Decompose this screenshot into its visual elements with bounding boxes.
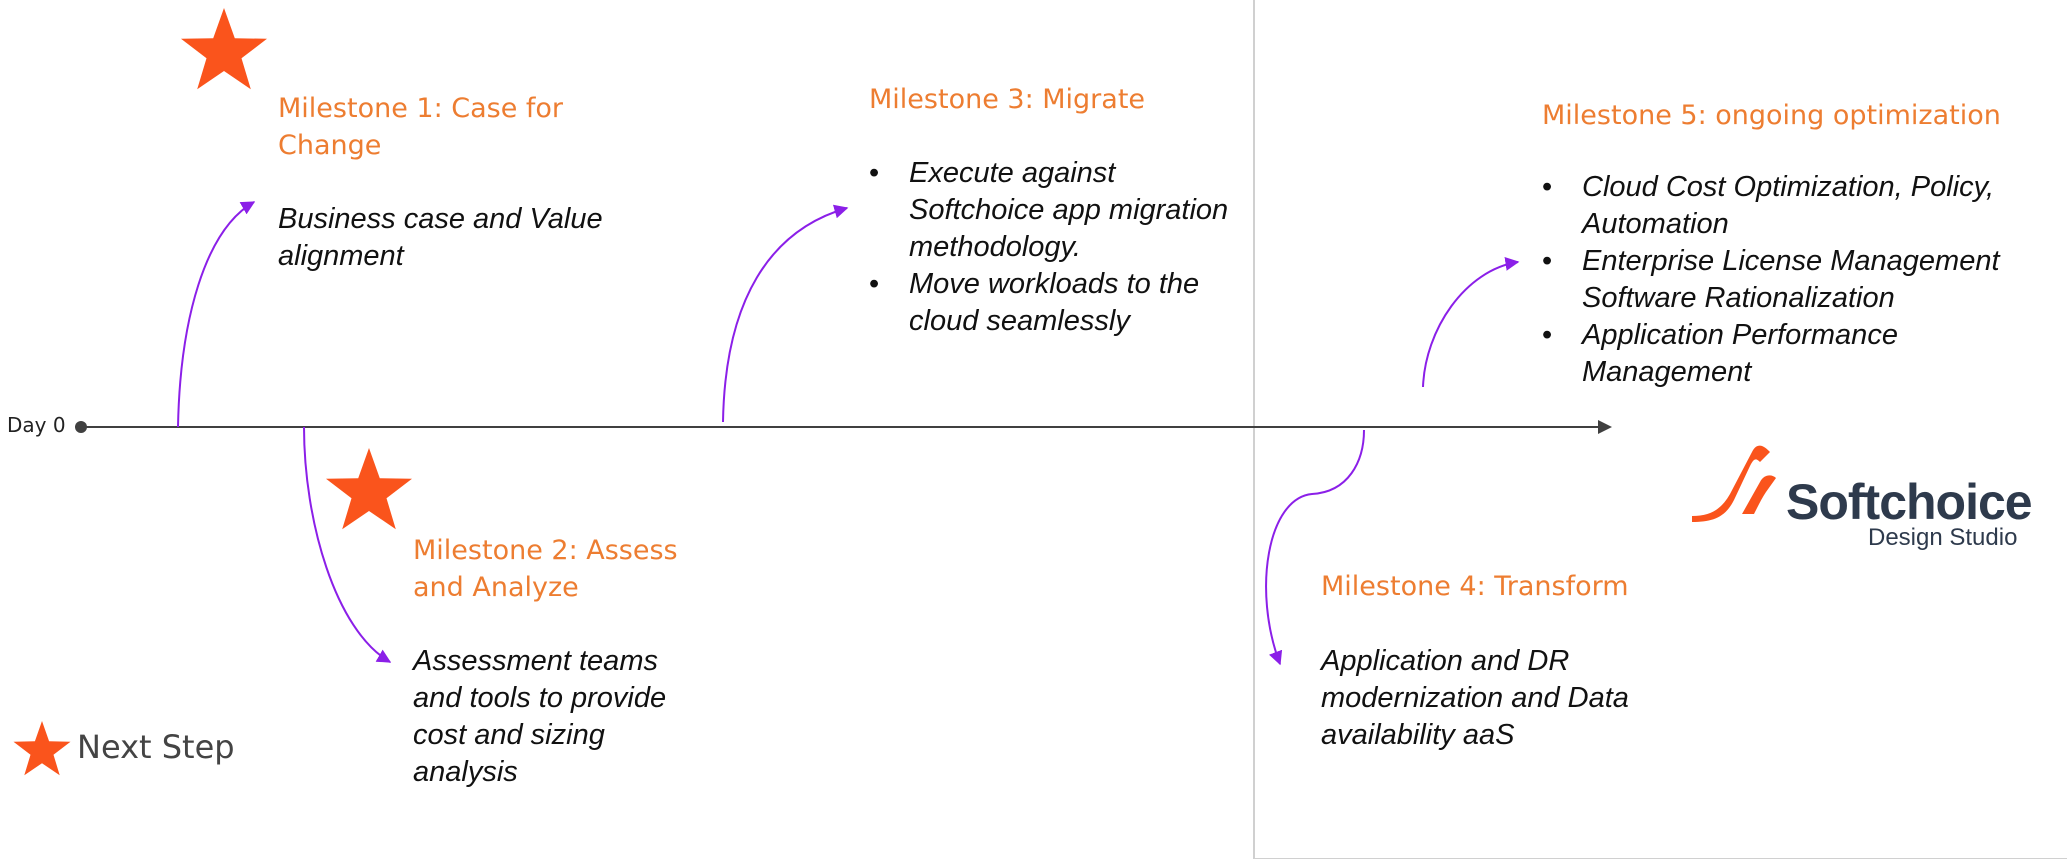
- milestone-4-description: Application and DR modernization and Dat…: [1321, 645, 1629, 751]
- milestone-5-bullet: Enterprise License Management Software R…: [1542, 243, 2042, 317]
- milestone-5-bullet: Cloud Cost Optimization, Policy, Automat…: [1542, 169, 2042, 243]
- milestone-5-bullet: Application Performance Management: [1542, 317, 2042, 391]
- milestone-3-bullet-list: Execute against Softchoice app migration…: [869, 155, 1249, 340]
- milestone-1-title-line-2: Change: [278, 130, 382, 161]
- milestone-2-title-line-2: and Analyze: [413, 572, 579, 603]
- milestone-3-bullet: Move workloads to the cloud seamlessly: [869, 266, 1249, 340]
- milestone-3-title-line-1: Milestone 3: Migrate: [869, 84, 1146, 115]
- connector-arrow-milestone-2: [303, 426, 392, 663]
- milestone-1-title: Milestone 1: Case for Change: [278, 90, 563, 164]
- connector-arrow-milestone-1: [177, 201, 256, 428]
- softchoice-logo-icon: [1692, 445, 1776, 522]
- milestone-1-description: Business case and Value alignment: [278, 203, 603, 272]
- logo-subtitle: Design Studio: [1868, 524, 2018, 551]
- milestone-2-title-line-1: Milestone 2: Assess: [413, 535, 678, 566]
- legend-label: Next Step: [77, 728, 235, 766]
- milestone-4-title: Milestone 4: Transform: [1321, 568, 1629, 605]
- star-icon-milestone-2: [326, 448, 412, 530]
- star-icon-milestone-1: [181, 8, 267, 90]
- milestone-5-bullet-list: Cloud Cost Optimization, Policy, Automat…: [1542, 169, 2042, 391]
- milestone-5-title-line-1: Milestone 5: ongoing optimization: [1542, 100, 2001, 131]
- right-panel-border: [1253, 0, 2067, 859]
- connector-arrow-milestone-5: [1422, 256, 1520, 388]
- milestone-2-title: Milestone 2: Assess and Analyze: [413, 532, 678, 606]
- milestone-4-title-line-1: Milestone 4: Transform: [1321, 571, 1629, 602]
- timeline-arrowhead: [1598, 420, 1612, 434]
- timeline-start-label: Day 0: [7, 413, 66, 437]
- milestone-2-description: Assessment teams and tools to provide co…: [413, 645, 667, 788]
- milestone-3-bullet: Execute against Softchoice app migration…: [869, 155, 1249, 266]
- logo-name: Softchoice: [1786, 474, 2033, 530]
- milestone-5-title: Milestone 5: ongoing optimization: [1542, 97, 2001, 134]
- star-icon-legend: [13, 721, 71, 776]
- milestone-3-title: Milestone 3: Migrate: [869, 81, 1145, 118]
- milestone-1-title-line-1: Milestone 1: Case for: [278, 93, 564, 124]
- connector-arrow-milestone-3: [722, 204, 849, 423]
- connector-arrow-milestone-4: [1265, 429, 1365, 666]
